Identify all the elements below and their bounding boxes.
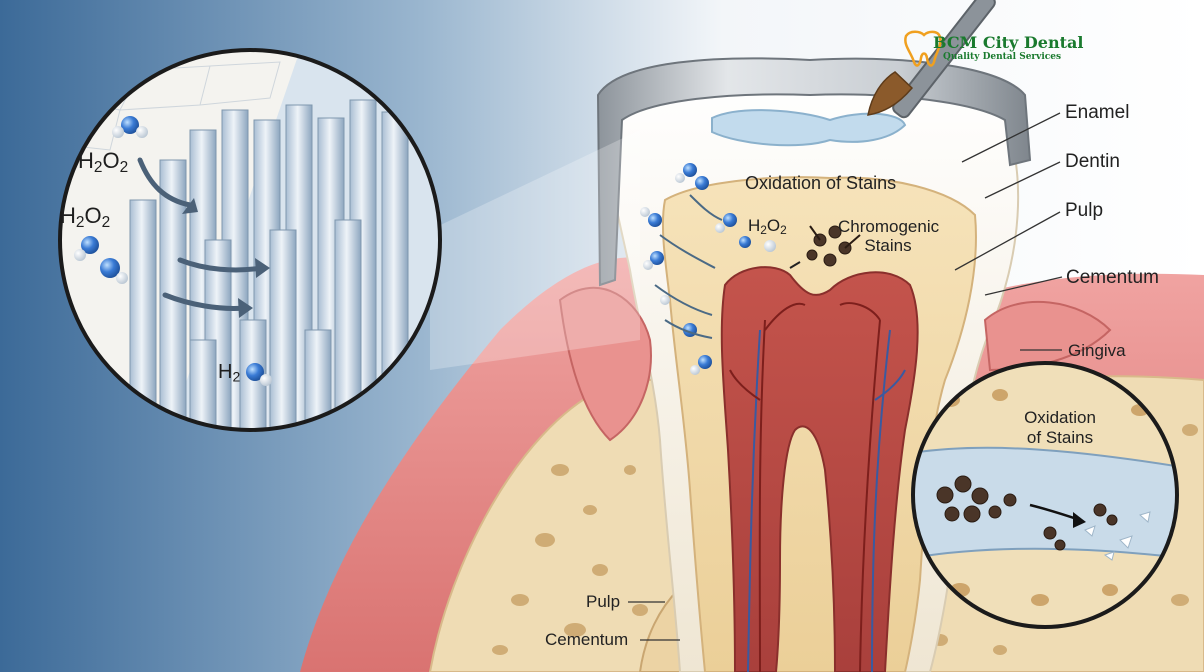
formula-h2o2-1-base: H (78, 148, 94, 173)
brush-applicator (867, 0, 996, 119)
gingiva-collar-left (558, 286, 652, 442)
diffusion-arrows-tooth (654, 194, 723, 339)
stain-arrow (789, 261, 801, 269)
whitening-tray (596, 57, 1032, 287)
label-chromogenic-stains: Chromogenic Stains (838, 217, 940, 255)
formula-h2o2-2: H2O2 (60, 203, 111, 231)
brand-tagline: Quality Dental Services (943, 52, 1062, 62)
formula-h2o2-center-mid: O (766, 216, 781, 235)
tooth-pulp (720, 266, 919, 672)
formula-h2o2-1-sub1: 2 (93, 158, 103, 176)
formula-h2o2-1-mid: O (102, 148, 120, 173)
label-oxidation-center: Oxidation of Stains (745, 173, 897, 193)
formula-h2-partial: H2 (218, 362, 240, 384)
formula-h2o2-center-base: H (748, 216, 761, 235)
label-pulp-bottom: Pulp (586, 592, 621, 611)
peroxide-molecules-tooth (640, 163, 776, 375)
label-inset-oxidation: Oxidation of Stains (1000, 409, 1120, 446)
formula-h2o2-center-sub1: 2 (760, 222, 767, 237)
label-cementum-bottom: Cementum (545, 630, 629, 649)
left-inset-border (58, 48, 442, 432)
formula-h2o2-2-base: H (60, 203, 76, 228)
label-enamel: Enamel (1065, 102, 1130, 123)
logo-tooth-icon (904, 30, 942, 67)
brand-name: BCM City Dental (933, 33, 1084, 52)
formula-h2o2-center: H2O2 (748, 217, 787, 237)
brand-logo: BCM City Dental Quality Dental Services (903, 30, 1083, 68)
formula-h2o2-2-sub2: 2 (101, 213, 111, 231)
label-chromogenic-line2: Stains (864, 236, 912, 255)
chromogenic-stain-molecule (806, 225, 861, 267)
enamel-rod-inset (60, 50, 440, 430)
whitening-gel (711, 109, 907, 147)
label-inset-oxidation-line1: Oxidation (1024, 408, 1096, 427)
formula-h2o2-2-mid: O (84, 203, 102, 228)
stain-oxidation-inset (913, 363, 1177, 627)
formula-h2o2-1: H2O2 (78, 148, 129, 176)
right-inset-border (911, 361, 1179, 629)
label-dentin: Dentin (1065, 151, 1120, 172)
label-inset-oxidation-line2: of Stains (1026, 428, 1094, 447)
label-chromogenic-line1: Chromogenic (838, 217, 940, 236)
label-cementum-right: Cementum (1066, 267, 1159, 288)
formula-h2o2-center-sub2: 2 (780, 222, 787, 237)
formula-h2-base: H (218, 361, 233, 383)
pulp-vessels (729, 302, 906, 672)
label-pulp-right: Pulp (1065, 200, 1104, 221)
label-gingiva: Gingiva (1068, 341, 1126, 360)
formula-h2o2-1-sub2: 2 (119, 158, 129, 176)
formula-h2o2-2-sub1: 2 (75, 213, 85, 231)
formula-h2-sub1: 2 (232, 368, 241, 385)
label-leaders (628, 112, 1063, 641)
left-inset-connector (430, 130, 640, 370)
